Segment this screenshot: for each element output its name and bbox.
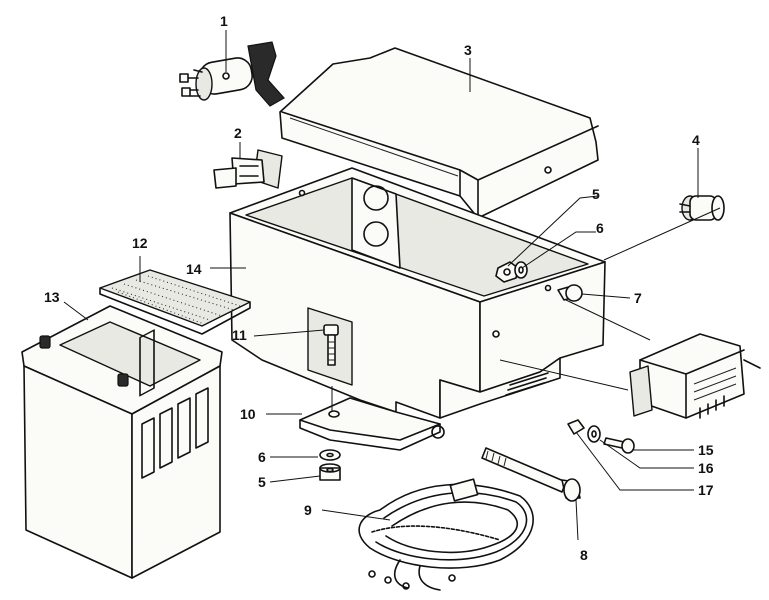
leader-lines bbox=[63, 30, 721, 541]
callout-13: 13 bbox=[44, 289, 60, 305]
callout-labels: 1 2 3 4 5 6 7 8 9 10 11 12 13 14 6 5 15 … bbox=[44, 13, 714, 563]
callout-12: 12 bbox=[132, 235, 148, 251]
ignition-switch bbox=[179, 41, 285, 107]
battery-box-body bbox=[229, 167, 606, 439]
foam-pad bbox=[99, 269, 251, 335]
screw-7 bbox=[544, 284, 583, 302]
nut-and-washer-upper bbox=[495, 261, 528, 283]
battery bbox=[21, 305, 223, 579]
callout-15: 15 bbox=[698, 442, 714, 458]
callout-2: 2 bbox=[234, 125, 242, 141]
callout-1: 1 bbox=[220, 13, 228, 29]
wiring-harness bbox=[358, 478, 534, 591]
callout-10: 10 bbox=[240, 406, 256, 422]
callout-3: 3 bbox=[464, 42, 472, 58]
callout-7: 7 bbox=[634, 290, 642, 306]
callout-6-upper: 6 bbox=[596, 220, 604, 236]
callout-6-lower: 6 bbox=[258, 449, 266, 465]
callout-16: 16 bbox=[698, 460, 714, 476]
callout-11: 11 bbox=[232, 327, 247, 343]
callout-5-upper: 5 bbox=[592, 186, 600, 202]
callout-5-lower: 5 bbox=[258, 474, 266, 490]
callout-9: 9 bbox=[304, 502, 312, 518]
round-plug bbox=[679, 195, 725, 221]
voltage-regulator bbox=[629, 333, 761, 419]
bolt-11 bbox=[323, 324, 339, 366]
callout-14: 14 bbox=[186, 261, 202, 277]
connector-plug bbox=[213, 149, 283, 189]
callout-4: 4 bbox=[692, 132, 700, 148]
battery-box-lid bbox=[279, 47, 599, 219]
screw-washer-nut bbox=[567, 419, 635, 454]
callout-17: 17 bbox=[698, 482, 714, 498]
callout-8: 8 bbox=[580, 547, 588, 563]
washer-and-nut-lower bbox=[319, 449, 341, 481]
mounting-bracket bbox=[299, 397, 441, 451]
long-bolt-8 bbox=[481, 447, 581, 502]
